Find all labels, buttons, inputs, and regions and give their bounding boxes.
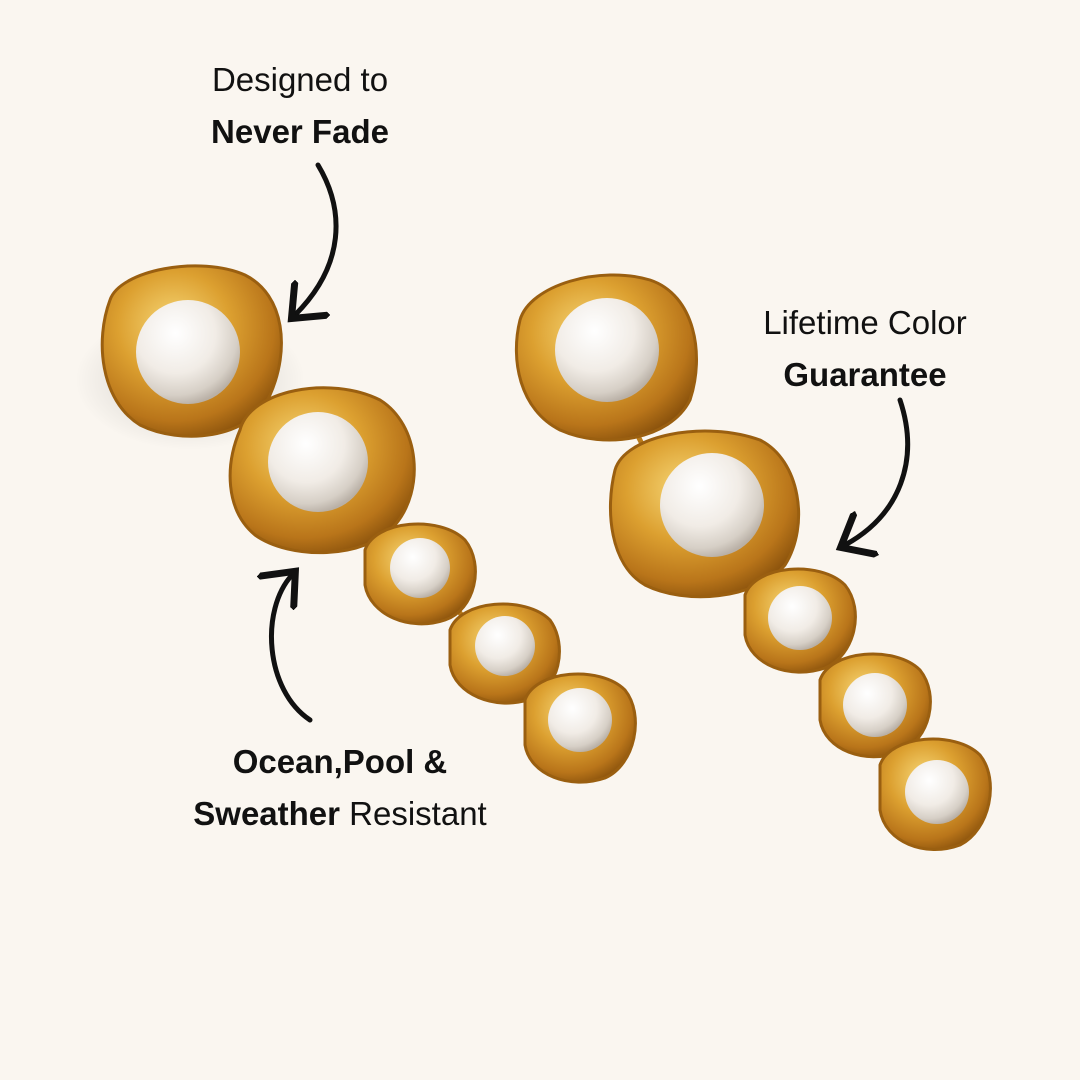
- callout-line: Lifetime Color: [763, 304, 967, 341]
- callout-guarantee: Lifetime Color Guarantee: [730, 297, 1000, 401]
- callout-rest: Resistant: [340, 795, 487, 832]
- curved-arrow-icon: [271, 575, 313, 723]
- callout-line-bold: Ocean,Pool &: [232, 743, 448, 780]
- callout-line-mixed: Sweather Resistant: [150, 788, 530, 840]
- callout-bold-word: Sweather: [193, 795, 340, 832]
- callout-resistant: Ocean,Pool & Sweather Resistant: [150, 736, 530, 840]
- left-earring: [75, 264, 637, 784]
- right-earring: [514, 273, 992, 851]
- callout-line: Designed to: [211, 61, 389, 98]
- curved-arrow-icon: [845, 397, 910, 545]
- callout-line-bold: Never Fade: [211, 113, 389, 150]
- callout-line-bold: Guarantee: [783, 356, 947, 393]
- curved-arrow-icon: [295, 162, 339, 315]
- callout-never-fade: Designed to Never Fade: [150, 54, 450, 158]
